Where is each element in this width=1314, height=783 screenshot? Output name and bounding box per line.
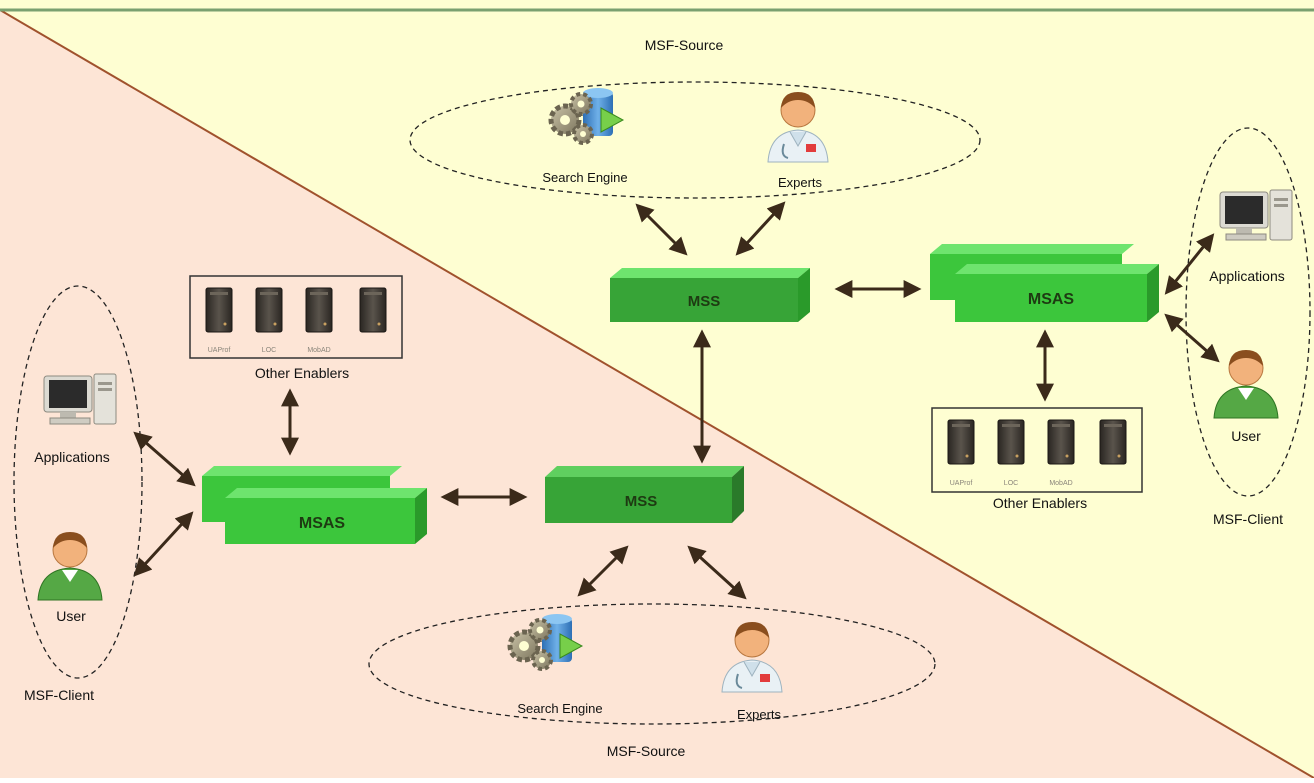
bl-experts-label: Experts (737, 707, 782, 722)
tr-client-label: MSF-Client (1213, 511, 1283, 527)
tr-arrow-search-mss (635, 203, 688, 256)
tr-experts-label: Experts (778, 175, 823, 190)
bl-source-label: MSF-Source (607, 743, 686, 759)
bl-arrow-apps-msas (133, 431, 196, 487)
tr-user-label: User (1231, 428, 1261, 444)
server-icon (947, 419, 975, 465)
server-icon (305, 287, 333, 333)
bl-mss-label: MSS (625, 493, 658, 510)
bl-server-label: MobAD (307, 347, 330, 354)
bl-applications-label: Applications (34, 449, 110, 465)
tr-server-label: UAProf (950, 480, 973, 487)
bl-msas-label: MSAS (299, 515, 346, 532)
server-icon (1099, 419, 1127, 465)
tr-other-enablers-label: Other Enablers (993, 495, 1087, 511)
server-icon (997, 419, 1025, 465)
bl-other-enablers-label: Other Enablers (255, 365, 349, 381)
tr-arrow-msas-apps (1164, 233, 1215, 295)
bl-user-label: User (56, 608, 86, 624)
bl-mss-box (545, 466, 744, 523)
tr-server-label: LOC (1004, 480, 1018, 487)
bl-arrow-user-msas (133, 511, 194, 577)
tr-msas-box (930, 244, 1159, 322)
tr-arrow-experts-mss (735, 201, 786, 256)
bl-server-label: LOC (262, 347, 276, 354)
tr-mss-box (610, 268, 810, 322)
tr-source-group (409, 81, 981, 199)
bl-arrow-mss-search (577, 545, 629, 597)
bl-arrow-mss-experts (687, 545, 747, 600)
region-divider (0, 9, 1314, 779)
tr-search-engine-label: Search Engine (542, 170, 627, 185)
tr-msas-label: MSAS (1028, 291, 1075, 308)
tr-mss-label: MSS (688, 293, 721, 310)
tr-applications-label: Applications (1209, 268, 1285, 284)
bl-client-label: MSF-Client (24, 687, 94, 703)
server-icon (359, 287, 387, 333)
tr-client-group (1185, 127, 1311, 497)
tr-source-label: MSF-Source (645, 37, 724, 53)
server-icon (255, 287, 283, 333)
tr-arrow-msas-user (1164, 313, 1220, 363)
bl-server-label: UAProf (208, 347, 231, 354)
bl-search-engine-label: Search Engine (517, 701, 602, 716)
bl-msas-box (202, 466, 427, 544)
server-icon (1047, 419, 1075, 465)
tr-server-label: MobAD (1049, 480, 1072, 487)
bl-source-group (368, 603, 936, 725)
server-icon (205, 287, 233, 333)
